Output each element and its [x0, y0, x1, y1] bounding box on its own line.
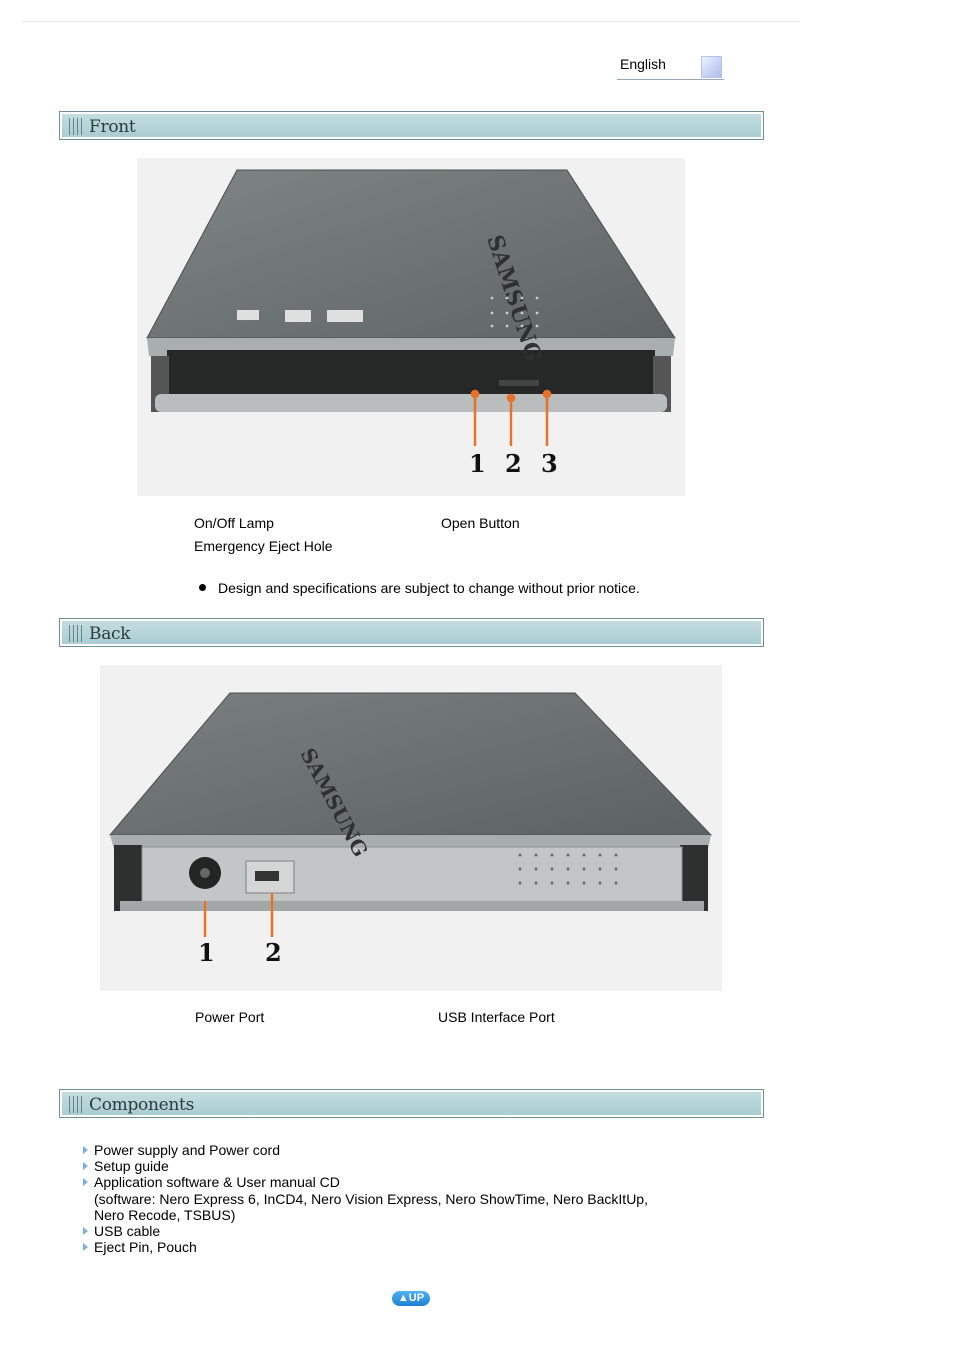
- bars-icon: [69, 1096, 83, 1113]
- back-photo: SAMSUNG 1 2: [100, 665, 722, 991]
- list-item: Setup guide: [82, 1158, 648, 1174]
- section-title: Back: [89, 624, 131, 644]
- callout-number-1: 1: [469, 449, 486, 478]
- list-item: Eject Pin, Pouch: [82, 1239, 648, 1255]
- spec-note: Design and specifications are subject to…: [218, 580, 640, 596]
- language-label: English: [620, 56, 666, 72]
- front-label-3: Emergency Eject Hole: [194, 538, 333, 554]
- speaker-dots: [490, 296, 539, 328]
- callout-dot-2: [506, 393, 516, 403]
- dropdown-square-icon[interactable]: [701, 56, 722, 78]
- vent-grille: [518, 853, 618, 885]
- logo-badges: [237, 310, 363, 322]
- top-divider: [22, 21, 800, 22]
- components-list: Power supply and Power cord Setup guide …: [82, 1142, 648, 1255]
- section-title: Front: [89, 117, 136, 137]
- bars-icon: [69, 118, 83, 135]
- callout-dot-1: [470, 389, 480, 399]
- list-item-detail: (software: Nero Express 6, InCD4, Nero V…: [94, 1190, 648, 1207]
- list-item: Application software & User manual CD (s…: [82, 1174, 648, 1223]
- callout-number-3: 3: [541, 449, 558, 478]
- front-label-1: On/Off Lamp: [194, 515, 274, 531]
- language-selector[interactable]: English: [617, 54, 724, 80]
- bullet-icon: [199, 584, 206, 591]
- front-photo: SAMSUNG 1 2 3: [137, 158, 685, 496]
- section-title: Components: [89, 1095, 194, 1115]
- back-label-2: USB Interface Port: [438, 1009, 555, 1025]
- bars-icon: [69, 625, 83, 642]
- section-header-components: Components: [59, 1089, 764, 1118]
- callout-number-2: 2: [505, 449, 522, 478]
- section-header-back: Back: [59, 618, 764, 647]
- list-item-detail: Nero Recode, TSBUS): [94, 1206, 236, 1223]
- back-to-top-button[interactable]: ▲UP: [392, 1291, 430, 1306]
- section-header-front: Front: [59, 111, 764, 140]
- back-label-1: Power Port: [195, 1009, 265, 1025]
- callout-number-1: 1: [198, 938, 215, 967]
- list-item: USB cable: [82, 1223, 648, 1239]
- list-item: Power supply and Power cord: [82, 1142, 648, 1158]
- callout-number-2: 2: [265, 938, 282, 967]
- front-label-2: Open Button: [441, 515, 520, 531]
- callout-dot-3: [542, 389, 552, 399]
